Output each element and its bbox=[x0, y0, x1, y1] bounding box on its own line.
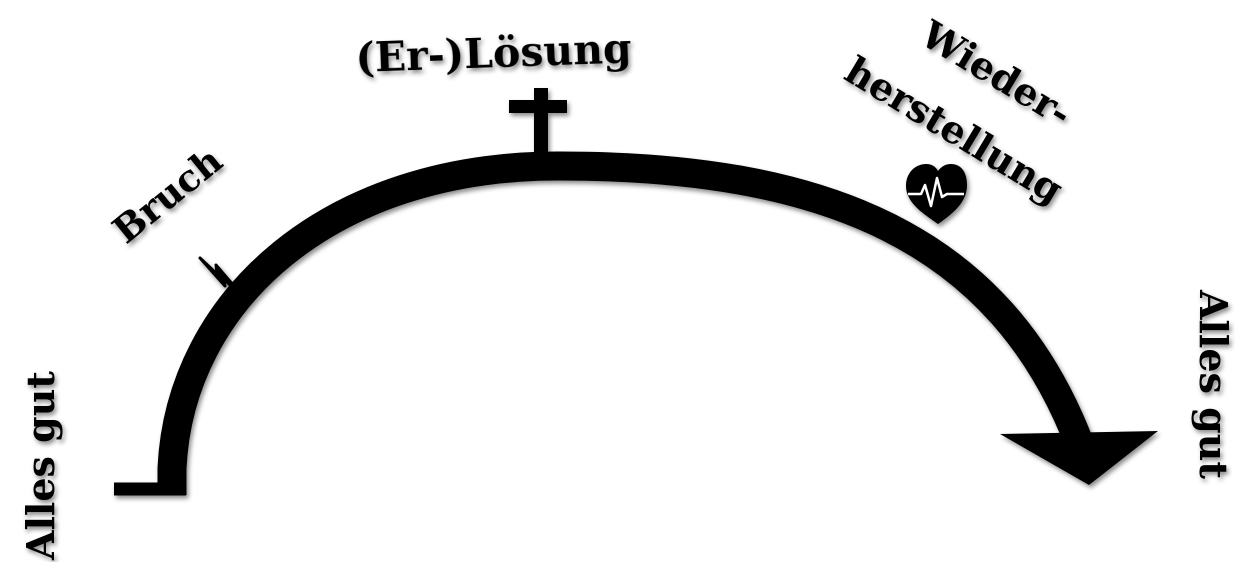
lightning-bolt-icon bbox=[198, 256, 248, 302]
cross-icon bbox=[509, 88, 567, 166]
end-label: Alles gut bbox=[1191, 289, 1236, 479]
solution-label: (Er-)Lösung bbox=[355, 24, 633, 82]
break-label: Bruch bbox=[104, 138, 231, 252]
arc-arrowhead bbox=[1000, 431, 1158, 485]
start-label: Alles gut bbox=[18, 371, 63, 561]
heartbeat-heart-icon bbox=[906, 164, 967, 224]
story-arc bbox=[157, 151, 1094, 495]
